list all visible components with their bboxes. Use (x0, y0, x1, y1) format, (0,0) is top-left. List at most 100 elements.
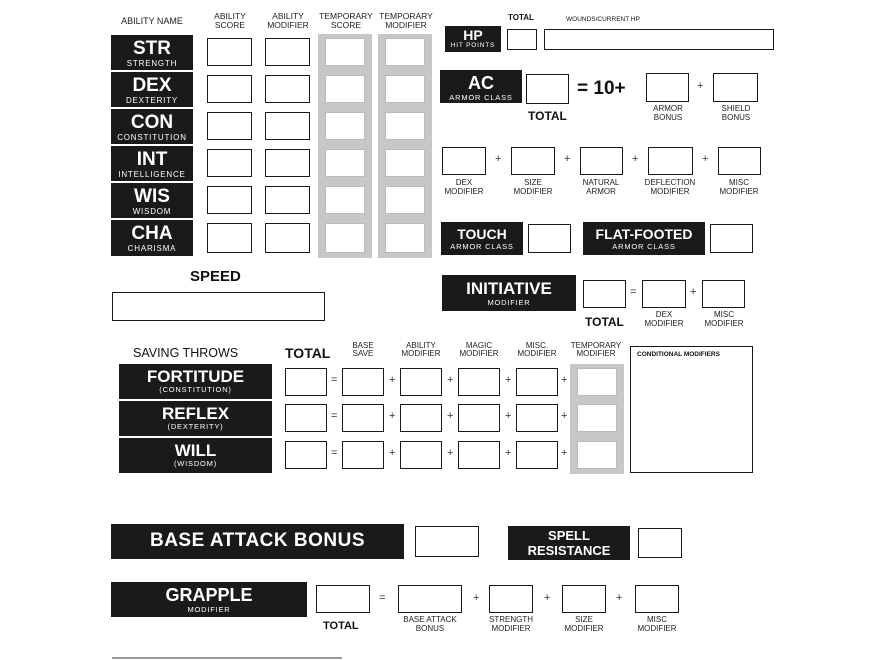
grapple-misc-modifier-input[interactable] (635, 585, 679, 613)
grapple-full-name: MODIFIER (187, 605, 231, 614)
plus-sign: + (697, 80, 704, 92)
will-ability-modifier-input[interactable] (400, 441, 442, 469)
touch-ac-input[interactable] (528, 224, 571, 253)
will-magic-modifier-input[interactable] (458, 441, 500, 469)
reflex-misc-modifier-input[interactable] (516, 404, 558, 432)
con-score-input[interactable] (207, 112, 252, 140)
fortitude-temp-modifier-input[interactable] (577, 368, 617, 396)
ac-misc-modifier-input[interactable] (718, 147, 761, 175)
plus-sign: + (495, 153, 502, 165)
will-base-save-input[interactable] (342, 441, 384, 469)
dex-score-input[interactable] (207, 75, 252, 103)
ability-label-cha: CHA CHARISMA (111, 220, 193, 256)
ability-abbr: INT (136, 149, 168, 170)
initiative-dex-modifier-input[interactable] (642, 280, 686, 308)
reflex-magic-modifier-input[interactable] (458, 404, 500, 432)
ac-shield-bonus-input[interactable] (713, 73, 758, 102)
cha-modifier-input[interactable] (265, 223, 310, 253)
spell-resistance-input[interactable] (638, 528, 682, 558)
str-temp-modifier-input[interactable] (385, 38, 425, 66)
plus-sign: + (564, 153, 571, 165)
ac-total-label: TOTAL (528, 109, 567, 123)
grapple-label: GRAPPLE MODIFIER (111, 582, 307, 617)
wis-modifier-input[interactable] (265, 186, 310, 214)
initiative-misc-modifier-input[interactable] (702, 280, 745, 308)
reflex-base-save-input[interactable] (342, 404, 384, 432)
cha-temp-modifier-input[interactable] (385, 223, 425, 253)
reflex-ability-modifier-input[interactable] (400, 404, 442, 432)
flat-footed-ac-input[interactable] (710, 224, 753, 253)
reflex-temp-modifier-input[interactable] (577, 404, 617, 432)
wis-score-input[interactable] (207, 186, 252, 214)
grapple-strength-modifier-input[interactable] (489, 585, 533, 613)
touch-label: TOUCH ARMOR CLASS (441, 222, 523, 255)
ac-total-input[interactable] (526, 74, 569, 104)
initiative-abbr: INITIATIVE (466, 279, 552, 298)
ability-label-wis: WIS WISDOM (111, 183, 193, 218)
ac-deflection-modifier-input[interactable] (648, 147, 693, 175)
plus-sign: + (561, 410, 568, 422)
int-modifier-input[interactable] (265, 149, 310, 177)
con-modifier-input[interactable] (265, 112, 310, 140)
will-temp-modifier-input[interactable] (577, 441, 617, 469)
plus-sign: + (690, 286, 697, 298)
initiative-total-label: TOTAL (585, 315, 624, 329)
int-temp-score-input[interactable] (325, 149, 365, 177)
saves-total-header: TOTAL (285, 345, 331, 361)
ac-natural-armor-input[interactable] (580, 147, 623, 175)
ac-dex-modifier-input[interactable] (442, 147, 486, 175)
str-score-input[interactable] (207, 38, 252, 66)
int-score-input[interactable] (207, 149, 252, 177)
con-temp-score-input[interactable] (325, 112, 365, 140)
wis-temp-score-input[interactable] (325, 186, 365, 214)
fortitude-ability-modifier-input[interactable] (400, 368, 442, 396)
speed-input[interactable] (112, 292, 325, 321)
hp-wounds-input[interactable] (544, 29, 774, 50)
ability-label-dex: DEX DEXTERITY (111, 72, 193, 107)
save-magic-modifier-header: MAGIC MODIFIER (459, 341, 499, 359)
fortitude-total-input[interactable] (285, 368, 327, 396)
wis-temp-modifier-input[interactable] (385, 186, 425, 214)
grapple-base-attack-input[interactable] (398, 585, 462, 613)
str-modifier-input[interactable] (265, 38, 310, 66)
base-attack-bonus-input[interactable] (415, 526, 479, 557)
equals-sign: = (331, 374, 338, 386)
ability-full-name: INTELLIGENCE (118, 170, 186, 179)
base-attack-bonus-label: BASE ATTACK BONUS (111, 524, 404, 559)
fortitude-magic-modifier-input[interactable] (458, 368, 500, 396)
ac-abbr: AC (468, 73, 494, 93)
touch-full-name: ARMOR CLASS (450, 242, 514, 251)
ability-full-name: STRENGTH (126, 59, 178, 68)
ability-abbr: STR (133, 38, 171, 59)
plus-sign: + (616, 592, 623, 604)
ac-armor-bonus-input[interactable] (646, 73, 689, 102)
dex-modifier-input[interactable] (265, 75, 310, 103)
save-name: FORTITUDE (146, 367, 245, 386)
dex-temp-score-input[interactable] (325, 75, 365, 103)
ability-abbr: CON (130, 112, 174, 133)
cha-temp-score-input[interactable] (325, 223, 365, 253)
fortitude-misc-modifier-input[interactable] (516, 368, 558, 396)
ac-size-modifier-input[interactable] (511, 147, 555, 175)
str-temp-score-input[interactable] (325, 38, 365, 66)
int-temp-modifier-input[interactable] (385, 149, 425, 177)
grapple-total-input[interactable] (316, 585, 370, 613)
initiative-total-input[interactable] (583, 280, 626, 308)
misc-modifier-caption: MISC MODIFIER (719, 178, 759, 196)
plus-sign: + (389, 374, 396, 386)
hp-total-input[interactable] (507, 29, 537, 50)
ability-abbr: CHA (131, 223, 173, 244)
conditional-modifiers-box[interactable] (630, 346, 753, 473)
con-temp-modifier-input[interactable] (385, 112, 425, 140)
cha-score-input[interactable] (207, 223, 252, 253)
equals-sign: = (630, 286, 637, 298)
reflex-total-input[interactable] (285, 404, 327, 432)
temporary-modifier-column (378, 34, 432, 258)
shield-bonus-caption: SHIELD BONUS (721, 104, 751, 122)
ability-full-name: DEXTERITY (125, 96, 179, 105)
fortitude-base-save-input[interactable] (342, 368, 384, 396)
will-misc-modifier-input[interactable] (516, 441, 558, 469)
dex-temp-modifier-input[interactable] (385, 75, 425, 103)
will-total-input[interactable] (285, 441, 327, 469)
grapple-size-modifier-input[interactable] (562, 585, 606, 613)
